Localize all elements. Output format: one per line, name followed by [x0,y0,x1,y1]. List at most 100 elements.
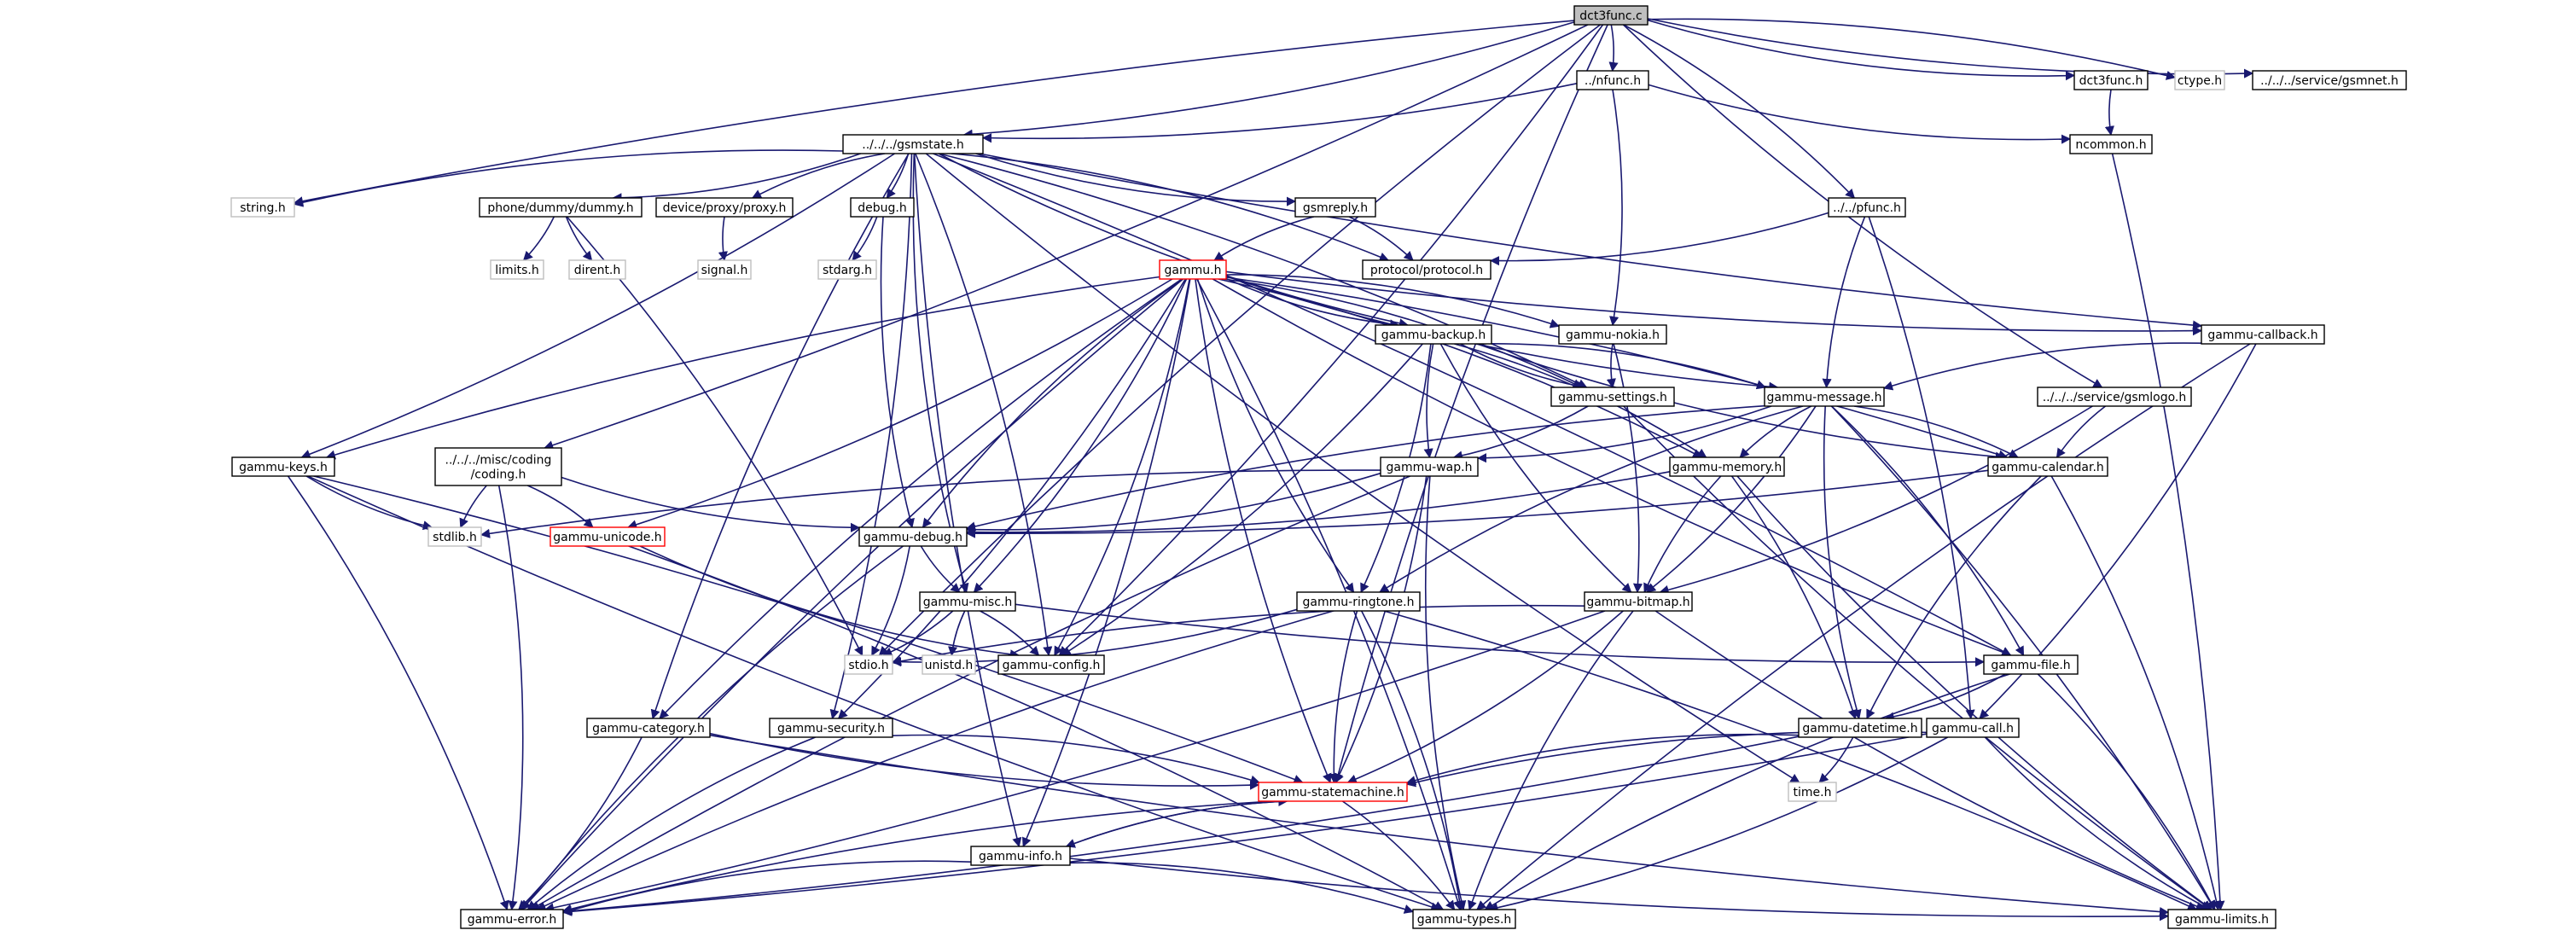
node-box [997,654,1105,675]
node-coding-h[interactable]: ../../../misc/coding/coding.h [434,447,562,486]
node-g-wap[interactable]: gammu-wap.h [1380,456,1479,477]
edge-g_message-to-g_limits [1830,405,2216,910]
node-label: gammu.h [1165,264,1222,277]
node-g-backup[interactable]: gammu-backup.h [1375,324,1492,345]
edge-dummy_h-to-limits_sys [522,216,555,261]
node-gammu-h[interactable]: gammu.h [1159,259,1227,280]
edge-debug_h-to-g_debug [880,216,915,529]
node-g-info[interactable]: gammu-info.h [970,846,1071,866]
node-gsmreply-h[interactable]: gsmreply.h [1294,197,1376,218]
node-nfunc-h[interactable]: ../nfunc.h [1576,70,1649,90]
node-box [1764,387,1885,407]
node-dct3func-c[interactable]: dct3func.c [1573,5,1649,26]
node-stdio-h[interactable]: stdio.h [844,654,893,675]
node-dirent-h[interactable]: dirent.h [568,259,626,280]
node-g-memory[interactable]: gammu-memory.h [1669,456,1785,477]
node-dummy-h[interactable]: phone/dummy/dummy.h [479,197,643,218]
edge-coding_h-to-g_error [497,485,524,911]
node-label: gammu-security.h [777,722,885,735]
edge-gammu_h-to-g_memory [1218,278,1703,458]
node-stdlib-h[interactable]: stdlib.h [427,526,482,547]
node-g-error[interactable]: gammu-error.h [460,909,564,929]
node-g-limits[interactable]: gammu-limits.h [2167,909,2277,929]
node-g-misc[interactable]: gammu-misc.h [919,591,1016,612]
node-box [1828,197,1906,218]
node-label: gammu-error.h [468,913,557,927]
edge-debug_h-to-stdarg_h [852,216,878,261]
edge-dct3func_c-to-nfunc_h [1608,24,1619,73]
node-label: gammu-memory.h [1672,461,1782,474]
edge-gsmstate_h-to-g_file [933,153,2012,656]
edge-gsmlogo_h-to-g_calendar [2056,405,2106,458]
node-g-calendar[interactable]: gammu-calendar.h [1987,456,2108,477]
edge-gsmstate_h-to-g_settings [939,153,1588,388]
node-g-call[interactable]: gammu-call.h [1926,718,2020,738]
node-g-keys[interactable]: gammu-keys.h [231,456,335,477]
edge-g_ringtone-to-g_limits [1383,610,2198,910]
node-g-ringtone[interactable]: gammu-ringtone.h [1296,591,1421,612]
node-gsmnet-h[interactable]: ../../../service/gsmnet.h [2252,70,2407,90]
node-proxy-h[interactable]: device/proxy/proxy.h [655,197,794,218]
node-label: limits.h [495,264,538,277]
edge-gammu_h-to-g_info [1021,278,1191,848]
node-g-unicode[interactable]: gammu-unicode.h [550,526,666,547]
node-debug-h[interactable]: debug.h [850,197,915,218]
node-label: ncommon.h [2075,138,2146,152]
node-ctype-h[interactable]: ctype.h [2174,70,2225,90]
node-box [1375,324,1492,345]
edge-g_calendar-to-g_limits [2050,475,2222,911]
node-label: stdarg.h [823,264,872,277]
node-protocol-h[interactable]: protocol/protocol.h [1362,259,1492,280]
node-g-category[interactable]: gammu-category.h [586,718,711,738]
node-gsmlogo-h[interactable]: ../../../service/gsmlogo.h [2037,387,2192,407]
edge-g_debug-to-g_misc [920,545,961,593]
node-label: gammu-keys.h [239,461,328,474]
edge-g_message-to-g_debug [965,404,1765,532]
node-stdarg-h[interactable]: stdarg.h [817,259,877,280]
node-g-debug[interactable]: gammu-debug.h [858,526,968,547]
edge-gammu_h-to-g_unicode [627,278,1173,530]
node-gsmstate-h[interactable]: ../../../gsmstate.h [842,134,984,154]
node-signal-h[interactable]: signal.h [697,259,752,280]
edge-dct3func_h-to-ncommon_h [2104,89,2114,137]
node-label: string.h [240,201,286,215]
node-ncommon-h[interactable]: ncommon.h [2069,134,2153,154]
node-g-callback[interactable]: gammu-callback.h [2201,324,2325,345]
edge-gsmstate_h-to-proxy_h [751,153,886,199]
edge-gsmstate_h-to-gsmreply_h [975,153,1297,206]
edge-gammu_h-to-g_ringtone [1196,278,1355,593]
edge-g_file-to-g_types [1484,673,2010,910]
edge-proxy_h-to-signal_h [718,216,728,262]
node-time-h[interactable]: time.h [1788,782,1837,802]
node-unistd-h[interactable]: unistd.h [922,654,976,675]
edge-gammu_h-to-g_statemachine [1195,278,1332,784]
node-dct3func-h[interactable]: dct3func.h [2073,70,2149,90]
node-label: gammu-calendar.h [1992,461,2104,474]
node-g-file[interactable]: gammu-file.h [1983,654,2079,675]
node-limits-sys[interactable]: limits.h [490,259,544,280]
node-pfunc-h[interactable]: ../../pfunc.h [1828,197,1906,218]
node-label: gammu-settings.h [1558,391,1667,404]
node-g-message[interactable]: gammu-message.h [1764,387,1885,407]
node-g-nokia[interactable]: gammu-nokia.h [1558,324,1667,345]
node-box [858,526,968,547]
node-string-h[interactable]: string.h [230,197,295,218]
node-box [1550,387,1675,407]
node-g-statemachine[interactable]: gammu-statemachine.h [1258,782,1408,802]
node-label: ../../../service/gsmnet.h [2260,74,2399,88]
edge-g_bitmap-to-g_statemachine [1346,610,1624,784]
node-box [1258,782,1408,802]
edge-g_callback-to-g_types [1476,343,2251,910]
node-label: ../nfunc.h [1585,74,1641,88]
edge-nfunc_h-to-g_nokia [1609,89,1623,327]
node-g-datetime[interactable]: gammu-datetime.h [1798,718,1922,738]
edge-ncommon_h-to-g_limits [2111,153,2225,911]
node-g-types[interactable]: gammu-types.h [1412,909,1516,929]
node-g-config[interactable]: gammu-config.h [997,654,1105,675]
edge-g_bitmap-to-g_limits [1654,610,2206,911]
node-g-security[interactable]: gammu-security.h [769,718,893,738]
node-g-bitmap[interactable]: gammu-bitmap.h [1584,591,1693,612]
node-box [655,197,794,218]
node-g-settings[interactable]: gammu-settings.h [1550,387,1675,407]
edge-g_debug-to-stdio_h [871,545,910,656]
